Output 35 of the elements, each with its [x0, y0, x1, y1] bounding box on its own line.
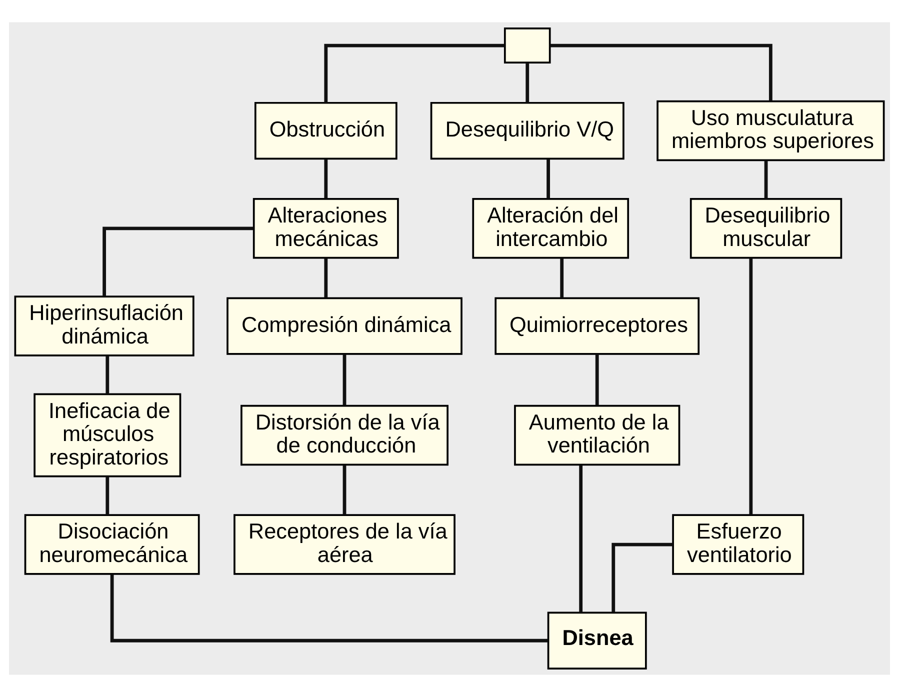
node-box: Obstrucción	[254, 101, 397, 160]
connector	[525, 62, 529, 102]
connector	[342, 354, 346, 405]
node-box: Esfuerzo ventilatorio	[672, 514, 804, 574]
connector	[324, 158, 328, 198]
connector	[550, 43, 772, 100]
node-box	[503, 27, 550, 63]
connector	[324, 43, 504, 102]
node-box: Desequilibrio V/Q	[430, 101, 624, 160]
connector	[102, 226, 253, 296]
connector	[748, 258, 752, 514]
node-box: Alteración del intercambio	[472, 198, 629, 258]
connector	[324, 258, 328, 298]
node-box: Distorsión de la vía de conducción	[240, 404, 448, 466]
connector	[611, 542, 672, 612]
connector	[105, 476, 109, 515]
node-box: Alteraciones mecánicas	[252, 198, 398, 258]
node-box: Hiperinsuflación dinámica	[14, 295, 194, 356]
connector	[110, 574, 548, 642]
connector	[546, 158, 550, 198]
node-box: Receptores de la vía aérea	[233, 514, 455, 574]
connector	[578, 464, 582, 612]
connector	[342, 464, 346, 514]
node-box: Ineficacia de músculos respiratorios	[33, 392, 181, 477]
node-box: Uso musculatura miembros superiores	[656, 100, 884, 161]
node-box: Disociación neuromecánica	[24, 514, 200, 574]
node-box: Aumento de la ventilación	[514, 404, 680, 466]
node-box: Quimiorreceptores	[494, 296, 700, 354]
connector	[764, 160, 768, 198]
connector	[105, 355, 109, 394]
node-box: Desequilibrio muscular	[689, 198, 842, 258]
node-box: Compresión dinámica	[226, 296, 462, 354]
connector	[594, 354, 598, 405]
node-box: Disnea	[546, 611, 646, 669]
connector	[560, 258, 564, 298]
